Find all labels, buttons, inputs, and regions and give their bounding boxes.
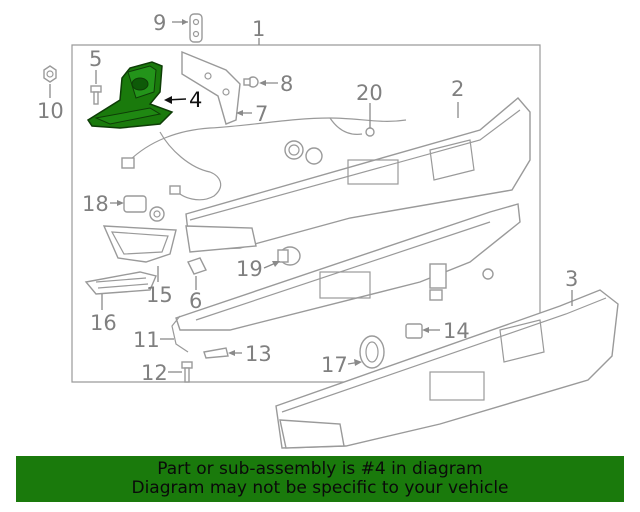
callout-1: 1 <box>252 17 265 41</box>
part-12-bolt <box>181 361 193 383</box>
part-6-clip <box>187 257 207 275</box>
callout-10: 10 <box>37 99 64 123</box>
banner-line-1: Part or sub-assembly is #4 in diagram <box>157 459 483 479</box>
callout-16: 16 <box>90 311 117 335</box>
callout-13: 13 <box>245 342 272 366</box>
step-bumper-assembly <box>175 203 521 331</box>
part-2-bumper-face-bar <box>185 97 531 253</box>
callout-17: 17 <box>321 353 348 377</box>
callout-20: 20 <box>356 81 383 105</box>
callout-3: 3 <box>565 267 578 291</box>
part-16-step-pad <box>84 271 157 295</box>
callout-8: 8 <box>280 72 293 96</box>
part-13-clip <box>203 347 229 359</box>
banner-line-2: Diagram may not be specific to your vehi… <box>131 478 509 498</box>
part-4-highlighted <box>86 61 174 129</box>
callout-19: 19 <box>236 257 263 281</box>
callout-2: 2 <box>451 77 464 101</box>
part-19-sensor <box>277 246 301 266</box>
part-8-bolt <box>243 76 259 88</box>
part-14-clip <box>405 323 423 339</box>
part-7-bracket <box>181 50 241 125</box>
callout-5: 5 <box>89 47 102 71</box>
part-10-nut <box>43 65 57 83</box>
part-15-lamp <box>102 225 177 263</box>
part-11-bracket <box>171 315 189 353</box>
callout-18: 18 <box>82 192 109 216</box>
parts-diagram: 1 2 3 4 5 6 7 8 9 10 11 12 13 14 15 16 1… <box>37 11 619 449</box>
callout-14: 14 <box>443 319 470 343</box>
callout-11: 11 <box>133 328 160 352</box>
part-5-bolt <box>90 85 102 105</box>
grommets <box>284 140 323 165</box>
callout-9: 9 <box>153 11 166 35</box>
part-3-bumper-assembly <box>275 289 619 449</box>
callout-12: 12 <box>141 361 168 385</box>
callout-15: 15 <box>146 283 173 307</box>
part-20-wiring-harness <box>121 117 407 201</box>
callout-4: 4 <box>189 88 202 112</box>
part-9-bracket <box>189 13 203 43</box>
callout-7: 7 <box>255 102 268 126</box>
part-17-grommet <box>359 335 385 369</box>
info-banner: Part or sub-assembly is #4 in diagram Di… <box>16 456 624 502</box>
callout-6: 6 <box>189 289 202 313</box>
part-18-sensor <box>123 195 165 222</box>
